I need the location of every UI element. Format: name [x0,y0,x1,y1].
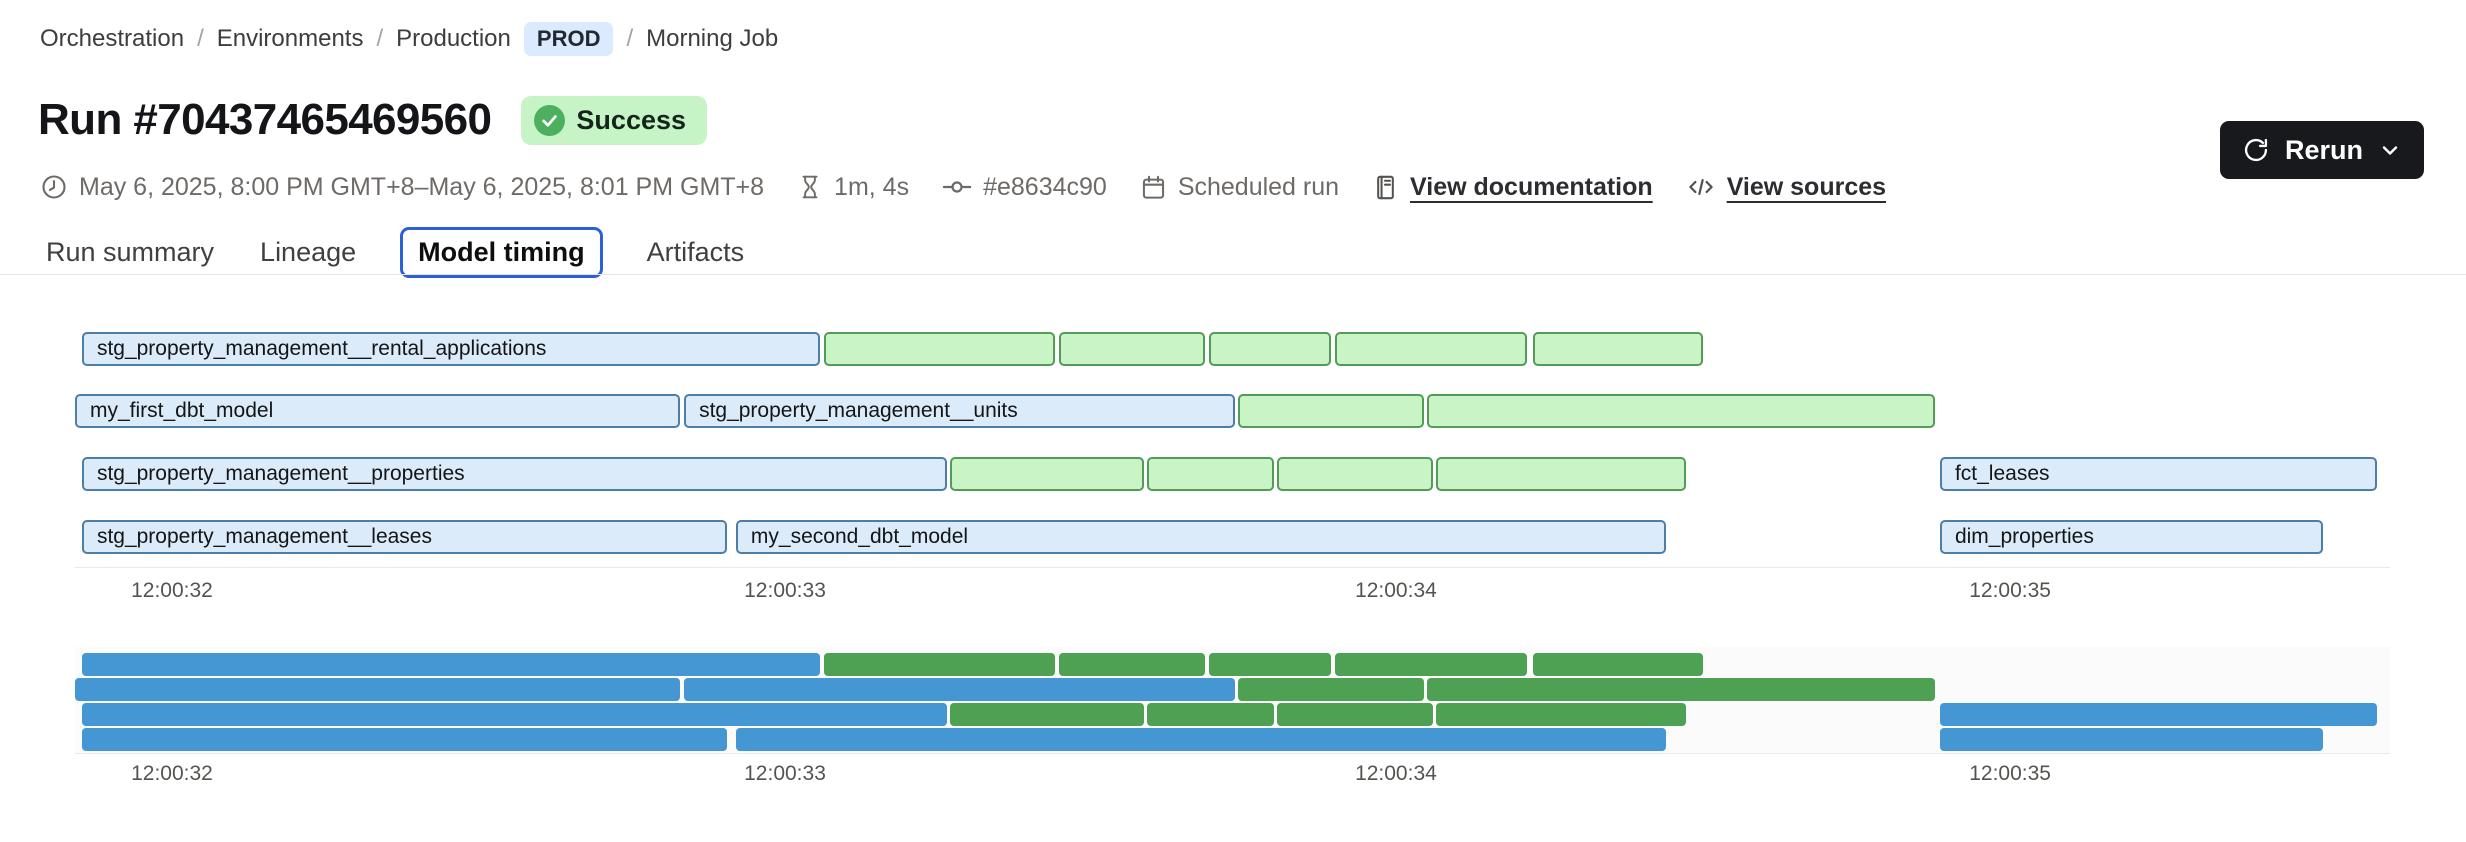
run-tabs: Run summary Lineage Model timing Artifac… [44,226,746,278]
gantt-bar-model[interactable]: dim_properties [1939,520,2323,554]
gantt-bar-model[interactable]: my_second_dbt_model [735,520,1666,554]
gantt-bar-model[interactable]: stg_property_management__properties [81,457,948,491]
gantt-bar-test[interactable] [1208,332,1331,366]
gantt-bar-test[interactable] [1147,457,1275,491]
minimap-bar-model[interactable] [684,678,1236,701]
minimap-bar-model[interactable] [1939,728,2323,751]
tab-artifacts[interactable]: Artifacts [646,236,745,267]
hourglass-icon [802,175,818,199]
model-timing-gantt: stg_property_management__rental_applicat… [75,332,2390,622]
minimap-bar-model[interactable] [1939,703,2378,726]
gantt-bar-test[interactable] [1426,394,1935,428]
gantt-bar-test[interactable] [950,457,1145,491]
run-duration: 1m, 4s [797,173,909,202]
time-tick-label: 12:00:35 [1969,579,2051,602]
minimap-bar-model[interactable] [81,703,948,726]
minimap-bar-test[interactable] [1426,678,1935,701]
minimap-bar-test[interactable] [1208,653,1331,676]
gantt-bar-model[interactable]: my_first_dbt_model [75,394,680,428]
gantt-bar-model[interactable]: stg_property_management__leases [81,520,727,554]
run-date-range: May 6, 2025, 8:00 PM GMT+8–May 6, 2025, … [79,172,765,201]
tab-model-timing[interactable]: Model timing [400,226,603,278]
minimap-bar-test[interactable] [950,703,1145,726]
rerun-button[interactable]: Rerun [2219,121,2424,179]
minimap-bar-test[interactable] [1276,703,1433,726]
time-axis-line [75,753,2390,754]
tabs-divider [0,274,2466,275]
commit-icon [942,181,972,193]
breadcrumb-separator: / [376,25,384,52]
breadcrumb-production[interactable]: Production [396,25,511,52]
gantt-bar-test[interactable] [1335,332,1527,366]
chevron-down-icon[interactable] [2378,138,2402,162]
gantt-bar-test[interactable] [823,332,1055,366]
time-tick-label: 12:00:33 [744,762,826,785]
minimap-bar-test[interactable] [1147,703,1275,726]
gantt-bar-test[interactable] [1059,332,1206,366]
run-duration-label: 1m, 4s [834,172,910,201]
model-timing-minimap[interactable]: 12:00:32 12:00:33 12:00:34 12:00:35 [75,647,2390,785]
run-dates: May 6, 2025, 8:00 PM GMT+8–May 6, 2025, … [40,173,764,202]
minimap-bar-test[interactable] [1532,653,1703,676]
minimap-bar-test[interactable] [1435,703,1686,726]
time-tick-label: 12:00:34 [1355,762,1437,785]
run-trigger: Scheduled run [1140,173,1339,202]
view-documentation-label[interactable]: View documentation [1410,172,1653,201]
gantt-bar-model[interactable]: fct_leases [1939,457,2378,491]
environment-badge: PROD [523,22,614,56]
commit-hash: #e8634c90 [983,172,1107,201]
breadcrumb-environments[interactable]: Environments [216,25,364,52]
calendar-icon [1142,175,1164,199]
gantt-bar-test[interactable] [1532,332,1703,366]
clock-icon [42,175,66,199]
time-tick-label: 12:00:33 [744,579,826,602]
view-sources-link[interactable]: View sources [1686,172,1886,202]
page-title: Run #70437465469560 [38,95,492,144]
status-label: Success [576,104,687,135]
breadcrumb-separator: / [197,25,204,52]
success-check-icon [534,104,566,136]
minimap-bar-test[interactable] [823,653,1055,676]
breadcrumb-orchestration[interactable]: Orchestration [40,25,185,52]
time-tick-label: 12:00:32 [131,579,213,602]
minimap-bar-test[interactable] [1238,678,1424,701]
minimap-bar-model[interactable] [81,728,727,751]
breadcrumb-morning-job[interactable]: Morning Job [646,25,779,52]
gantt-bar-model[interactable]: stg_property_management__units [684,394,1236,428]
code-icon [1688,179,1713,195]
tab-run-summary[interactable]: Run summary [46,236,215,267]
breadcrumb: Orchestration / Environments / Productio… [40,22,778,56]
minimap-bar-test[interactable] [1059,653,1206,676]
minimap-bar-model[interactable] [75,678,680,701]
title-row: Run #70437465469560 Success [38,95,708,145]
time-tick-label: 12:00:34 [1355,579,1437,602]
view-documentation-link[interactable]: View documentation [1372,173,1653,202]
run-commit: #e8634c90 [942,172,1107,202]
time-tick-label: 12:00:35 [1969,762,2051,785]
view-sources-label[interactable]: View sources [1726,172,1887,201]
tab-lineage[interactable]: Lineage [260,236,357,267]
run-meta-row: May 6, 2025, 8:00 PM GMT+8–May 6, 2025, … [40,172,1886,202]
gantt-bar-test[interactable] [1435,457,1686,491]
minimap-bar-model[interactable] [735,728,1666,751]
status-badge: Success [521,95,708,145]
trigger-label: Scheduled run [1177,172,1340,201]
documentation-icon [1377,175,1394,199]
refresh-icon [2244,138,2268,162]
gantt-bar-test[interactable] [1238,394,1424,428]
gantt-bar-test[interactable] [1276,457,1433,491]
breadcrumb-separator: / [626,25,634,52]
time-axis-line [75,567,2390,568]
minimap-bar-test[interactable] [1335,653,1527,676]
rerun-label: Rerun [2284,134,2363,165]
minimap-bar-model[interactable] [81,653,820,676]
gantt-bar-model[interactable]: stg_property_management__rental_applicat… [81,332,820,366]
time-tick-label: 12:00:32 [131,762,213,785]
